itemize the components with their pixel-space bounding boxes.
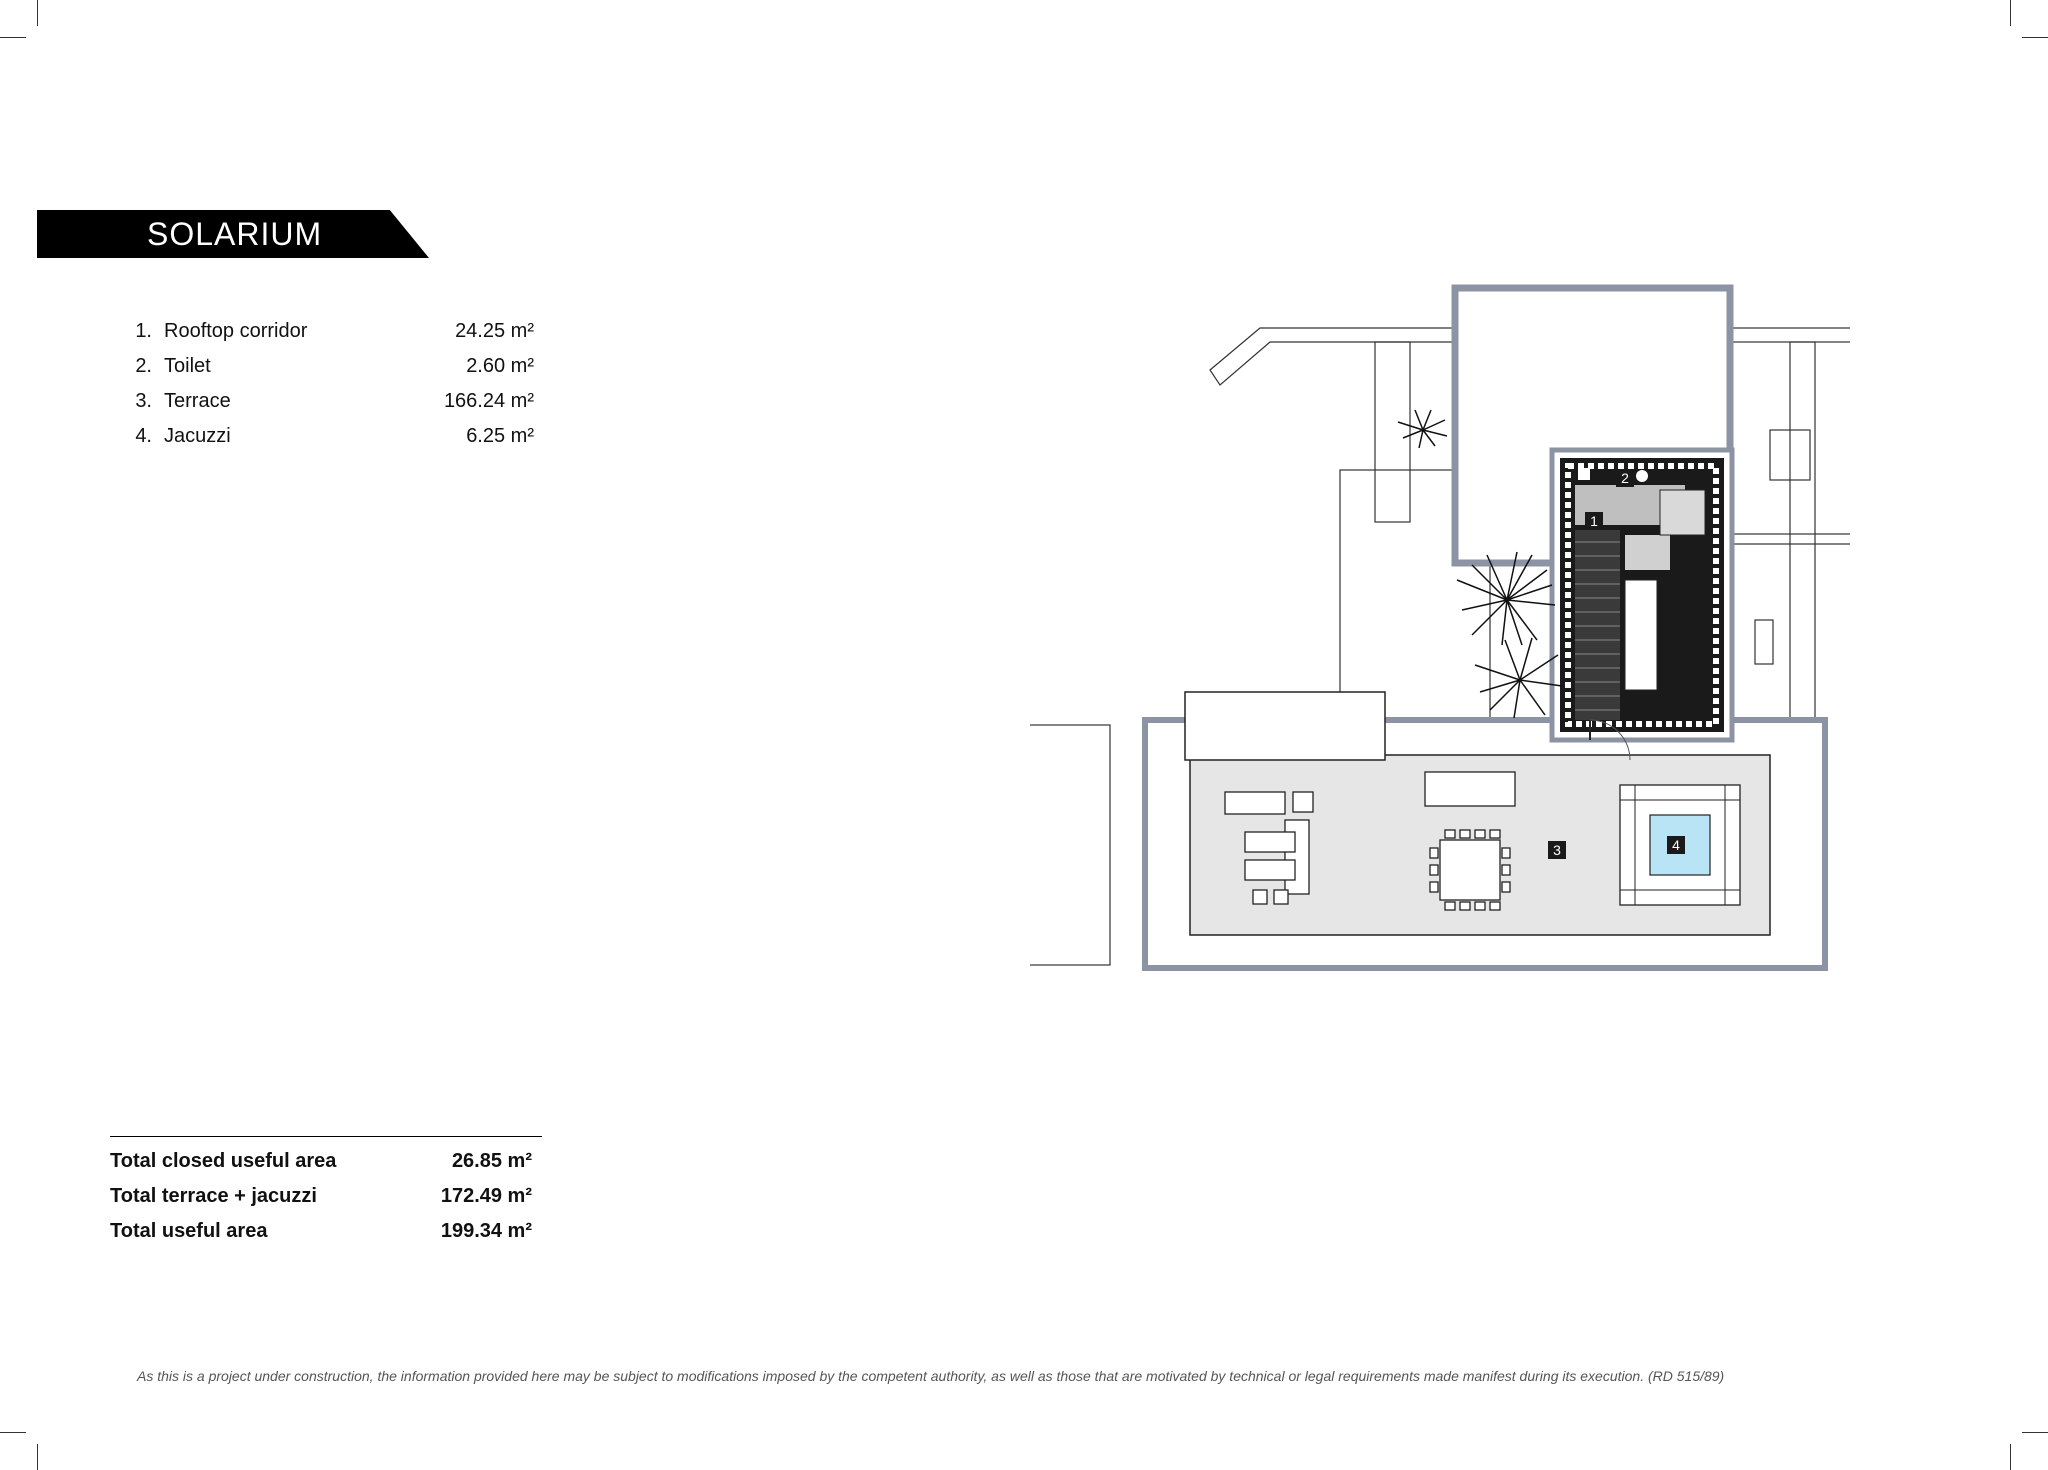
room-number: 3. bbox=[135, 390, 152, 412]
room-row: 2. Toilet 2.60 m² bbox=[120, 355, 534, 390]
coffee-table bbox=[1244, 859, 1296, 881]
wall-outline bbox=[1374, 341, 1411, 523]
stair-treads bbox=[1575, 541, 1620, 711]
total-row: Total closed useful area 26.85 m² bbox=[110, 1150, 532, 1185]
coffee-table bbox=[1244, 831, 1296, 853]
room-name: Jacuzzi bbox=[164, 425, 231, 447]
room-marker-label: 3 bbox=[1553, 842, 1561, 858]
dining-table bbox=[1439, 839, 1501, 901]
lift-shaft bbox=[1659, 489, 1706, 536]
room-number: 1. bbox=[135, 320, 152, 342]
stair-void bbox=[1624, 579, 1658, 691]
pouf bbox=[1273, 889, 1289, 905]
sofa bbox=[1224, 791, 1286, 815]
totals-table: Total closed useful area 26.85 m² Total … bbox=[110, 1150, 532, 1255]
room-number: 2. bbox=[135, 355, 152, 377]
room-marker-label: 2 bbox=[1621, 470, 1629, 486]
room-markers: 1 2 3 4 bbox=[1548, 469, 1685, 859]
stair-outline bbox=[1769, 429, 1811, 481]
crop-mark bbox=[2022, 37, 2048, 38]
room-marker bbox=[1616, 469, 1634, 487]
total-row: Total useful area 199.34 m² bbox=[110, 1220, 532, 1255]
pouf bbox=[1252, 889, 1268, 905]
total-value: 26.85 m² bbox=[451, 1150, 532, 1172]
room-area: 2.60 m² bbox=[466, 355, 534, 377]
room-area: 24.25 m² bbox=[455, 320, 534, 342]
crop-mark bbox=[2022, 1432, 2048, 1433]
legal-disclaimer: As this is a project under construction,… bbox=[137, 1368, 1725, 1384]
room-marker bbox=[1667, 836, 1685, 854]
room-name: Terrace bbox=[164, 390, 231, 412]
room-list: 1. Rooftop corridor 24.25 m² 2. Toilet 2… bbox=[120, 320, 534, 460]
side-table bbox=[1292, 791, 1314, 813]
toilet-fixture bbox=[1578, 468, 1590, 480]
room-area: 166.24 m² bbox=[443, 390, 534, 412]
crop-mark bbox=[37, 0, 38, 26]
room-marker bbox=[1548, 841, 1566, 859]
lounge-furniture bbox=[1224, 771, 1516, 905]
skylight-outline bbox=[1754, 619, 1774, 665]
room-row: 4. Jacuzzi 6.25 m² bbox=[120, 425, 534, 460]
core-hatch bbox=[1565, 463, 1719, 727]
total-value: 172.49 m² bbox=[440, 1185, 532, 1207]
crop-mark bbox=[0, 1432, 26, 1433]
room-row: 1. Rooftop corridor 24.25 m² bbox=[120, 320, 534, 355]
wall-outline bbox=[1729, 327, 1850, 343]
plan-outlines bbox=[1030, 327, 1850, 966]
landing bbox=[1625, 535, 1670, 570]
wall-outline bbox=[1789, 341, 1816, 743]
total-label: Total terrace + jacuzzi bbox=[110, 1185, 317, 1207]
total-value: 199.34 m² bbox=[440, 1220, 532, 1242]
crop-mark bbox=[37, 1444, 38, 1470]
room-marker bbox=[1585, 512, 1603, 530]
crop-mark bbox=[2010, 0, 2011, 26]
room-name: Rooftop corridor bbox=[164, 320, 308, 342]
section-banner: SOLARIUM bbox=[37, 210, 429, 258]
totals-divider bbox=[110, 1136, 542, 1137]
floor-plan: 1 2 3 4 bbox=[1030, 280, 1850, 980]
palm-tree bbox=[1397, 409, 1563, 719]
sofa bbox=[1284, 819, 1310, 895]
outdoor-sofa bbox=[1424, 771, 1516, 807]
stairs bbox=[1575, 530, 1620, 720]
room-marker-label: 4 bbox=[1672, 837, 1680, 853]
total-label: Total closed useful area bbox=[110, 1150, 337, 1172]
door-swing bbox=[1589, 719, 1631, 761]
pergola-block bbox=[1184, 691, 1386, 761]
toilet-fixture bbox=[1636, 470, 1648, 482]
jacuzzi bbox=[1649, 814, 1711, 876]
room-number: 4. bbox=[135, 425, 152, 447]
floor-plan-drawing: 1 2 3 4 bbox=[1030, 284, 1850, 971]
room-marker-label: 1 bbox=[1590, 513, 1598, 529]
room-row: 3. Terrace 166.24 m² bbox=[120, 390, 534, 425]
crop-mark bbox=[2010, 1444, 2011, 1470]
total-row: Total terrace + jacuzzi 172.49 m² bbox=[110, 1185, 532, 1220]
room-name: Toilet bbox=[164, 355, 211, 377]
balcony-outline bbox=[1209, 327, 1481, 386]
crop-mark bbox=[0, 37, 26, 38]
room-area: 6.25 m² bbox=[466, 425, 534, 447]
wall-outline bbox=[1030, 724, 1111, 966]
total-label: Total useful area bbox=[110, 1220, 268, 1242]
dining-set bbox=[1429, 829, 1511, 911]
section-title: SOLARIUM bbox=[147, 216, 323, 252]
